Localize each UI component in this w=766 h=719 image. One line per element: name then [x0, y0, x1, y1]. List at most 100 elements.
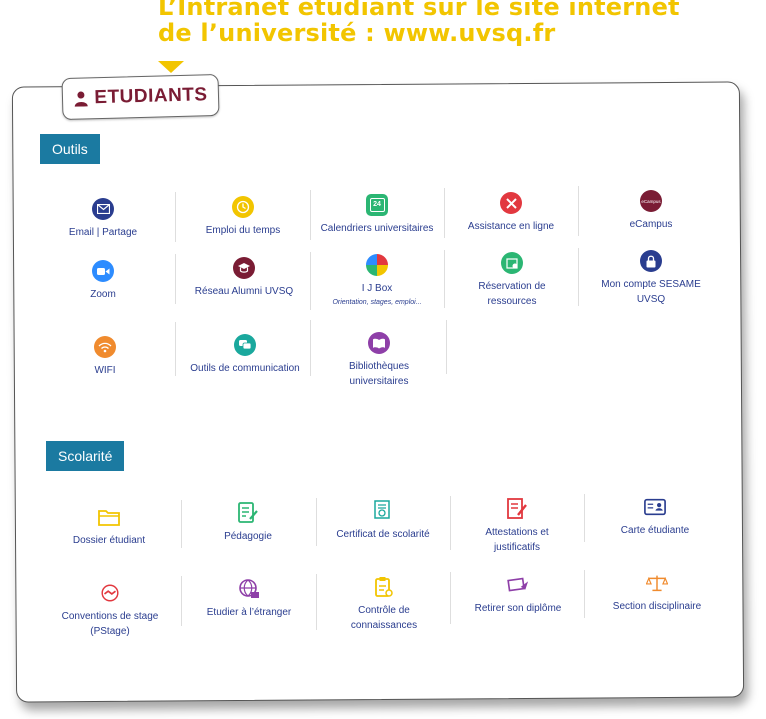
ecampus-icon: eCampus	[640, 190, 662, 212]
tool-emploi-du-temps[interactable]: Emploi du temps	[188, 196, 298, 238]
divider	[450, 496, 451, 550]
edit-document-icon	[237, 502, 259, 524]
tool-assistance[interactable]: Assistance en ligne	[456, 192, 566, 234]
scol-etranger-label: Etudier à l’étranger	[206, 607, 292, 618]
lock-icon	[640, 250, 662, 272]
clock-icon	[232, 196, 254, 218]
divider	[310, 320, 311, 376]
scol-disciplinaire-label: Section disciplinaire	[612, 601, 702, 612]
person-icon	[75, 91, 89, 107]
calendar-icon: 24	[366, 194, 388, 216]
divider	[446, 320, 447, 374]
calendar-gear-icon	[501, 252, 523, 274]
tool-ijbox-subtitle: Orientation, stages, emploi...	[332, 299, 422, 306]
tool-bibliotheques[interactable]: Bibliothèques universitaires	[324, 332, 434, 389]
section-scolarite-title: Scolarité	[46, 441, 125, 471]
divider	[444, 250, 445, 308]
scol-certificat-label: Certificat de scolarité	[336, 529, 430, 540]
ecampus-icon-text: eCampus	[640, 190, 662, 212]
tool-reservation-label: Réservation de ressources	[478, 281, 546, 307]
section-outils-title: Outils	[40, 134, 100, 164]
scol-conventions-label: Conventions de stage (PStage)	[61, 611, 159, 637]
divider	[175, 322, 176, 376]
scol-etranger[interactable]: Etudier à l’étranger	[193, 578, 305, 620]
tool-wifi[interactable]: WIFI	[50, 336, 160, 378]
tool-emploi-label: Emploi du temps	[205, 225, 281, 236]
scol-certificat[interactable]: Certificat de scolarité	[324, 500, 442, 542]
scol-disciplinaire[interactable]: Section disciplinaire	[600, 572, 714, 614]
tool-sesame-label: Mon compte SESAME UVSQ	[601, 279, 701, 305]
clipboard-icon	[373, 576, 395, 598]
graduation-cap-icon	[233, 257, 255, 279]
globe-icon	[238, 578, 260, 600]
tool-reservation[interactable]: Réservation de ressources	[457, 252, 567, 309]
chat-icon	[234, 334, 256, 356]
tool-wifi-label: WIFI	[94, 365, 116, 376]
scales-icon	[646, 572, 668, 594]
signed-document-icon	[506, 498, 528, 520]
scol-carte-label: Carte étudiante	[620, 525, 690, 536]
tool-email[interactable]: Email | Partage	[48, 198, 158, 240]
divider	[578, 186, 579, 236]
divider	[316, 574, 317, 630]
id-card-icon	[644, 496, 666, 518]
scol-carte[interactable]: Carte étudiante	[600, 496, 710, 538]
tool-alumni[interactable]: Réseau Alumni UVSQ	[185, 257, 303, 299]
divider	[310, 252, 311, 310]
folder-icon	[98, 506, 120, 528]
scol-diplome-label: Retirer son diplôme	[474, 603, 562, 614]
handshake-icon	[99, 582, 121, 604]
scol-attestations-label: Attestations et justificatifs	[485, 527, 549, 553]
scol-dossier-label: Dossier étudiant	[72, 535, 146, 546]
book-icon	[368, 332, 390, 354]
tool-ijbox[interactable]: I J Box Orientation, stages, emploi...	[318, 254, 436, 308]
tool-zoom-label: Zoom	[90, 289, 116, 300]
tool-ecampus-label: eCampus	[629, 219, 673, 230]
divider	[316, 498, 317, 546]
tools-icon	[500, 192, 522, 214]
certificate-icon	[372, 500, 394, 522]
scol-controle-label: Contrôle de connaissances	[350, 605, 418, 631]
divider	[584, 570, 585, 618]
tool-communication[interactable]: Outils de communication	[182, 334, 308, 376]
scol-pedagogie-label: Pédagogie	[224, 531, 272, 542]
scol-attestations[interactable]: Attestations et justificatifs	[462, 498, 572, 555]
tool-zoom[interactable]: Zoom	[48, 260, 158, 302]
scol-diplome[interactable]: Retirer son diplôme	[462, 574, 574, 616]
tool-alumni-label: Réseau Alumni UVSQ	[194, 286, 294, 297]
divider	[310, 190, 311, 240]
tool-sesame[interactable]: Mon compte SESAME UVSQ	[592, 250, 710, 307]
scol-dossier[interactable]: Dossier étudiant	[54, 506, 164, 548]
ijbox-icon	[366, 254, 388, 276]
headline-line-2: de l’université : www.uvsq.fr	[158, 19, 556, 47]
camera-icon	[92, 260, 114, 282]
diploma-icon	[507, 574, 529, 596]
divider	[181, 576, 182, 626]
mail-icon	[92, 198, 114, 220]
tool-calendriers-label: Calendriers universitaires	[320, 223, 434, 234]
headline: L’Intranet étudiant sur le site internet…	[158, 0, 718, 46]
pointer-arrow	[158, 61, 184, 73]
wifi-icon	[94, 336, 116, 358]
divider	[175, 192, 176, 242]
divider	[578, 248, 579, 306]
divider	[584, 494, 585, 542]
tool-bibliotheques-label: Bibliothèques universitaires	[348, 361, 410, 387]
scol-controle[interactable]: Contrôle de connaissances	[329, 576, 439, 633]
scol-pedagogie[interactable]: Pédagogie	[193, 502, 303, 544]
divider	[450, 572, 451, 624]
scol-conventions[interactable]: Conventions de stage (PStage)	[55, 582, 165, 639]
tool-assistance-label: Assistance en ligne	[467, 221, 555, 232]
tool-ecampus[interactable]: eCampus eCampus	[596, 190, 706, 232]
tool-communication-label: Outils de communication	[190, 363, 300, 374]
students-tab-label: ETUDIANTS	[94, 84, 208, 109]
headline-line-1: L’Intranet étudiant sur le site internet	[158, 0, 680, 21]
tool-calendriers[interactable]: 24 Calendriers universitaires	[317, 194, 437, 236]
tool-ijbox-label: I J Box	[361, 283, 393, 294]
divider	[444, 188, 445, 238]
tool-email-label: Email | Partage	[68, 227, 138, 238]
divider	[175, 254, 176, 304]
calendar-number: 24	[369, 198, 385, 212]
students-tab[interactable]: ETUDIANTS	[61, 73, 220, 121]
divider	[181, 500, 182, 548]
